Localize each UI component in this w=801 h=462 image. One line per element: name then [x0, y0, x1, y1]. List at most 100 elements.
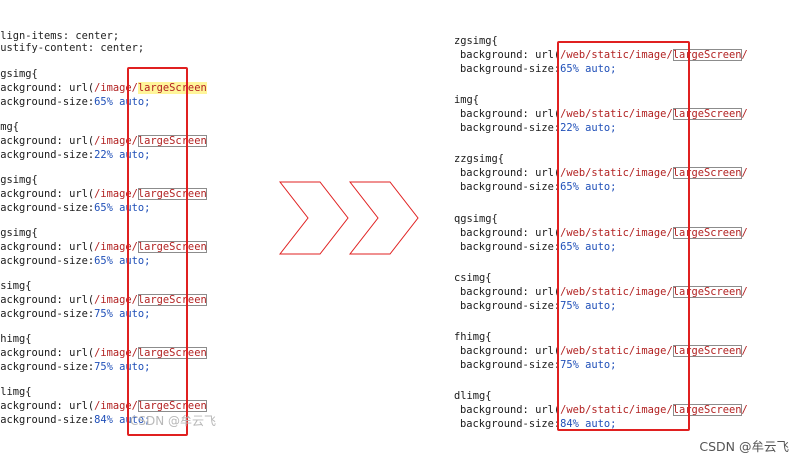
css-selector: zgsimg{: [0, 174, 38, 187]
background-label: background: url(: [460, 226, 561, 239]
left-watermark: CSDN @牟云飞: [130, 414, 217, 428]
background-size-value: 75% auto;: [94, 361, 151, 373]
css-selector: zzgsimg{: [454, 153, 504, 166]
double-chevron-arrow-icon: [278, 181, 419, 255]
image-path: /image/: [94, 347, 138, 359]
background-label: background: url(: [460, 345, 561, 357]
background-size-value: 65% auto;: [560, 63, 617, 75]
background-size-label: background-size:: [0, 96, 95, 108]
background-size-label: background-size:: [460, 418, 561, 431]
background-size-value: 75% auto;: [94, 308, 151, 320]
background-size-value: 22% auto;: [94, 149, 151, 161]
background-label: background: url(: [460, 285, 561, 298]
background-line: background: url(/image/largeScreen: [0, 82, 207, 95]
background-line: background: url(/web/static/image/largeS…: [460, 404, 748, 417]
header-line-1: align-items: center;: [0, 30, 120, 42]
image-file: largeScreen: [137, 188, 207, 200]
background-line: background: url(/image/largeScreen: [0, 400, 207, 413]
background-label: background: url(: [0, 347, 95, 359]
background-size-line: background-size:65% auto;: [0, 202, 150, 215]
background-size-label: background-size:: [460, 181, 561, 194]
image-path: /web/static/image/: [560, 226, 673, 239]
image-path: /image/: [94, 241, 138, 253]
selector-text: zzgsimg{: [454, 153, 505, 166]
background-line: background: url(/image/largeScreen: [0, 188, 207, 201]
path-tail: /: [741, 108, 748, 121]
selector-text: csimg{: [454, 271, 492, 284]
path-tail: /: [741, 167, 748, 180]
image-path: /image/: [94, 188, 138, 200]
background-line: background: url(/web/static/image/largeS…: [460, 226, 748, 240]
image-path: /web/static/image/: [560, 285, 673, 298]
background-size-label: background-size:: [460, 122, 561, 135]
background-size-value: 65% auto;: [560, 181, 617, 194]
background-line: background: url(/image/largeScreen: [0, 135, 207, 148]
selector-text: fhimg{: [454, 331, 492, 343]
image-path: /web/static/image/: [560, 345, 673, 357]
background-line: background: url(/image/largeScreen: [0, 294, 207, 307]
background-size-label: background-size:: [0, 202, 95, 214]
css-selector: zgsimg{: [454, 35, 498, 48]
selector-text: qgsimg{: [454, 212, 498, 225]
background-line: background: url(/web/static/image/largeS…: [460, 167, 748, 180]
background-size-value: 84% auto;: [560, 418, 617, 431]
css-selector: zgsimg{: [0, 68, 38, 81]
background-label: background: url(: [0, 135, 95, 147]
selector-text: dlimg{: [454, 390, 492, 403]
css-selector: dlimg{: [454, 390, 492, 403]
image-file: largeScreen: [672, 167, 742, 180]
css-selector: dlimg{: [0, 386, 32, 399]
background-size-line: background-size:75% auto;: [460, 300, 616, 313]
background-size-line: background-size:22% auto;: [460, 122, 616, 135]
background-line: background: url(/web/static/image/largeS…: [460, 345, 748, 358]
background-size-label: background-size:: [460, 63, 561, 75]
css-selector: csimg{: [0, 280, 32, 293]
background-size-line: background-size:75% auto;: [0, 308, 150, 321]
image-file: largeScreen: [672, 285, 742, 298]
background-line: background: url(/web/static/image/largeS…: [460, 49, 748, 62]
left-code-panel: align-items: center; justify-content: ce…: [0, 0, 245, 440]
css-selector: fhimg{: [0, 333, 32, 346]
image-path: /image/: [94, 135, 138, 147]
selector-text: dlimg{: [0, 386, 32, 398]
background-label: background: url(: [460, 108, 561, 121]
selector-text: qgsimg{: [0, 227, 38, 239]
css-selector: qgsimg{: [454, 213, 498, 226]
csdn-watermark: CSDN @牟云飞: [699, 439, 789, 454]
selector-text: zgsimg{: [0, 68, 38, 80]
background-size-label: background-size:: [460, 359, 561, 371]
image-path: /image/: [94, 400, 138, 412]
right-code-panel: zgsimg{background: url(/web/static/image…: [448, 0, 801, 440]
background-label: background: url(: [0, 188, 95, 200]
image-path: /image/: [94, 294, 138, 306]
background-line: background: url(/image/largeScreen: [0, 347, 207, 360]
image-file: largeScreen: [672, 226, 742, 239]
image-path: /web/static/image/: [560, 108, 673, 121]
background-size-label: background-size:: [460, 299, 561, 312]
image-file: largeScreen: [672, 49, 742, 61]
background-size-label: background-size:: [0, 414, 95, 426]
image-path: /image/: [94, 82, 138, 94]
selector-text: zgsimg{: [0, 174, 38, 186]
background-line: background: url(/web/static/image/largeS…: [460, 108, 748, 121]
image-path: /web/static/image/: [560, 404, 673, 417]
image-file: largeScreen: [137, 400, 207, 412]
css-selector: img{: [0, 121, 19, 134]
selector-text: img{: [454, 94, 480, 107]
background-size-line: background-size:75% auto;: [460, 359, 616, 372]
background-size-line: background-size:65% auto;: [460, 181, 616, 194]
background-size-value: 65% auto;: [560, 240, 617, 253]
selector-text: zgsimg{: [454, 35, 498, 47]
background-size-value: 75% auto;: [560, 299, 617, 312]
path-tail: /: [741, 404, 748, 417]
background-size-value: 75% auto;: [560, 359, 617, 371]
selector-text: img{: [0, 121, 20, 133]
background-label: background: url(: [0, 82, 95, 94]
background-size-label: background-size:: [0, 361, 95, 373]
background-size-value: 65% auto;: [94, 255, 151, 267]
background-size-line: background-size:65% auto;: [0, 255, 150, 268]
css-selector: img{: [454, 94, 479, 107]
background-size-value: 65% auto;: [94, 96, 151, 108]
background-label: background: url(: [0, 294, 95, 306]
background-size-line: background-size:22% auto;: [0, 149, 150, 162]
